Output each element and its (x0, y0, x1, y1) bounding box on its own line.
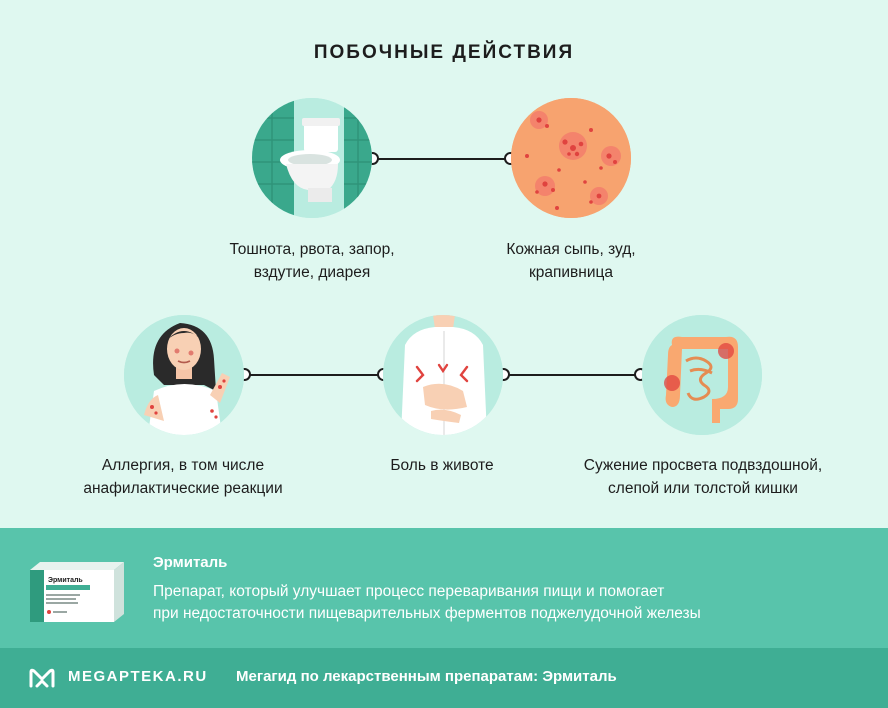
effect-caption-abdominal: Боль в животе (340, 454, 544, 477)
caption-line: вздутие, диарея (253, 264, 371, 281)
description-line: Препарат, который улучшает процесс перев… (153, 583, 665, 600)
description-line: при недостаточности пищеварительных ферм… (153, 605, 701, 622)
effect-caption-intestine: Сужение просвета подвздошной, слепой или… (552, 454, 854, 500)
caption-line: Боль в животе (390, 457, 494, 474)
product-band (0, 528, 888, 648)
effect-caption-gi: Тошнота, рвота, запор, вздутие, диарея (188, 238, 436, 284)
caption-line: Сужение просвета подвздошной, (583, 457, 823, 474)
megapteka-logo-text[interactable]: MEGAPTEKA.RU (68, 668, 208, 685)
caption-line: слепой или толстой кишки (608, 480, 798, 497)
caption-line: Тошнота, рвота, запор, (229, 241, 395, 258)
footer-guide-text: Мегагид по лекарственным препаратам: Эрм… (236, 668, 617, 685)
connector-line (503, 374, 641, 376)
effect-caption-allergy: Аллергия, в том числе анафилактические р… (48, 454, 318, 500)
megapteka-logo-icon[interactable] (28, 667, 56, 694)
toilet-icon (252, 98, 372, 218)
page-title: ПОБОЧНЫЕ ДЕЙСТВИЯ (313, 42, 575, 63)
caption-line: анафилактические реакции (83, 480, 283, 497)
allergy-woman-icon (124, 315, 244, 435)
pack-label: Эрмиталь (48, 577, 83, 584)
connector-line (372, 158, 511, 160)
product-pack-image: Эрмиталь (26, 560, 126, 629)
product-description: Препарат, который улучшает процесс перев… (153, 581, 853, 625)
footer-bar (0, 648, 888, 708)
intestine-icon (642, 315, 762, 435)
caption-line: крапивница (528, 264, 614, 281)
product-name: Эрмиталь (153, 554, 228, 571)
caption-line: Кожная сыпь, зуд, (506, 241, 636, 258)
stomach-pain-icon (383, 315, 503, 435)
skin-rash-icon (511, 98, 631, 218)
caption-line: Аллергия, в том числе (101, 457, 265, 474)
effect-caption-skin: Кожная сыпь, зуд, крапивница (446, 238, 696, 284)
connector-line (244, 374, 384, 376)
